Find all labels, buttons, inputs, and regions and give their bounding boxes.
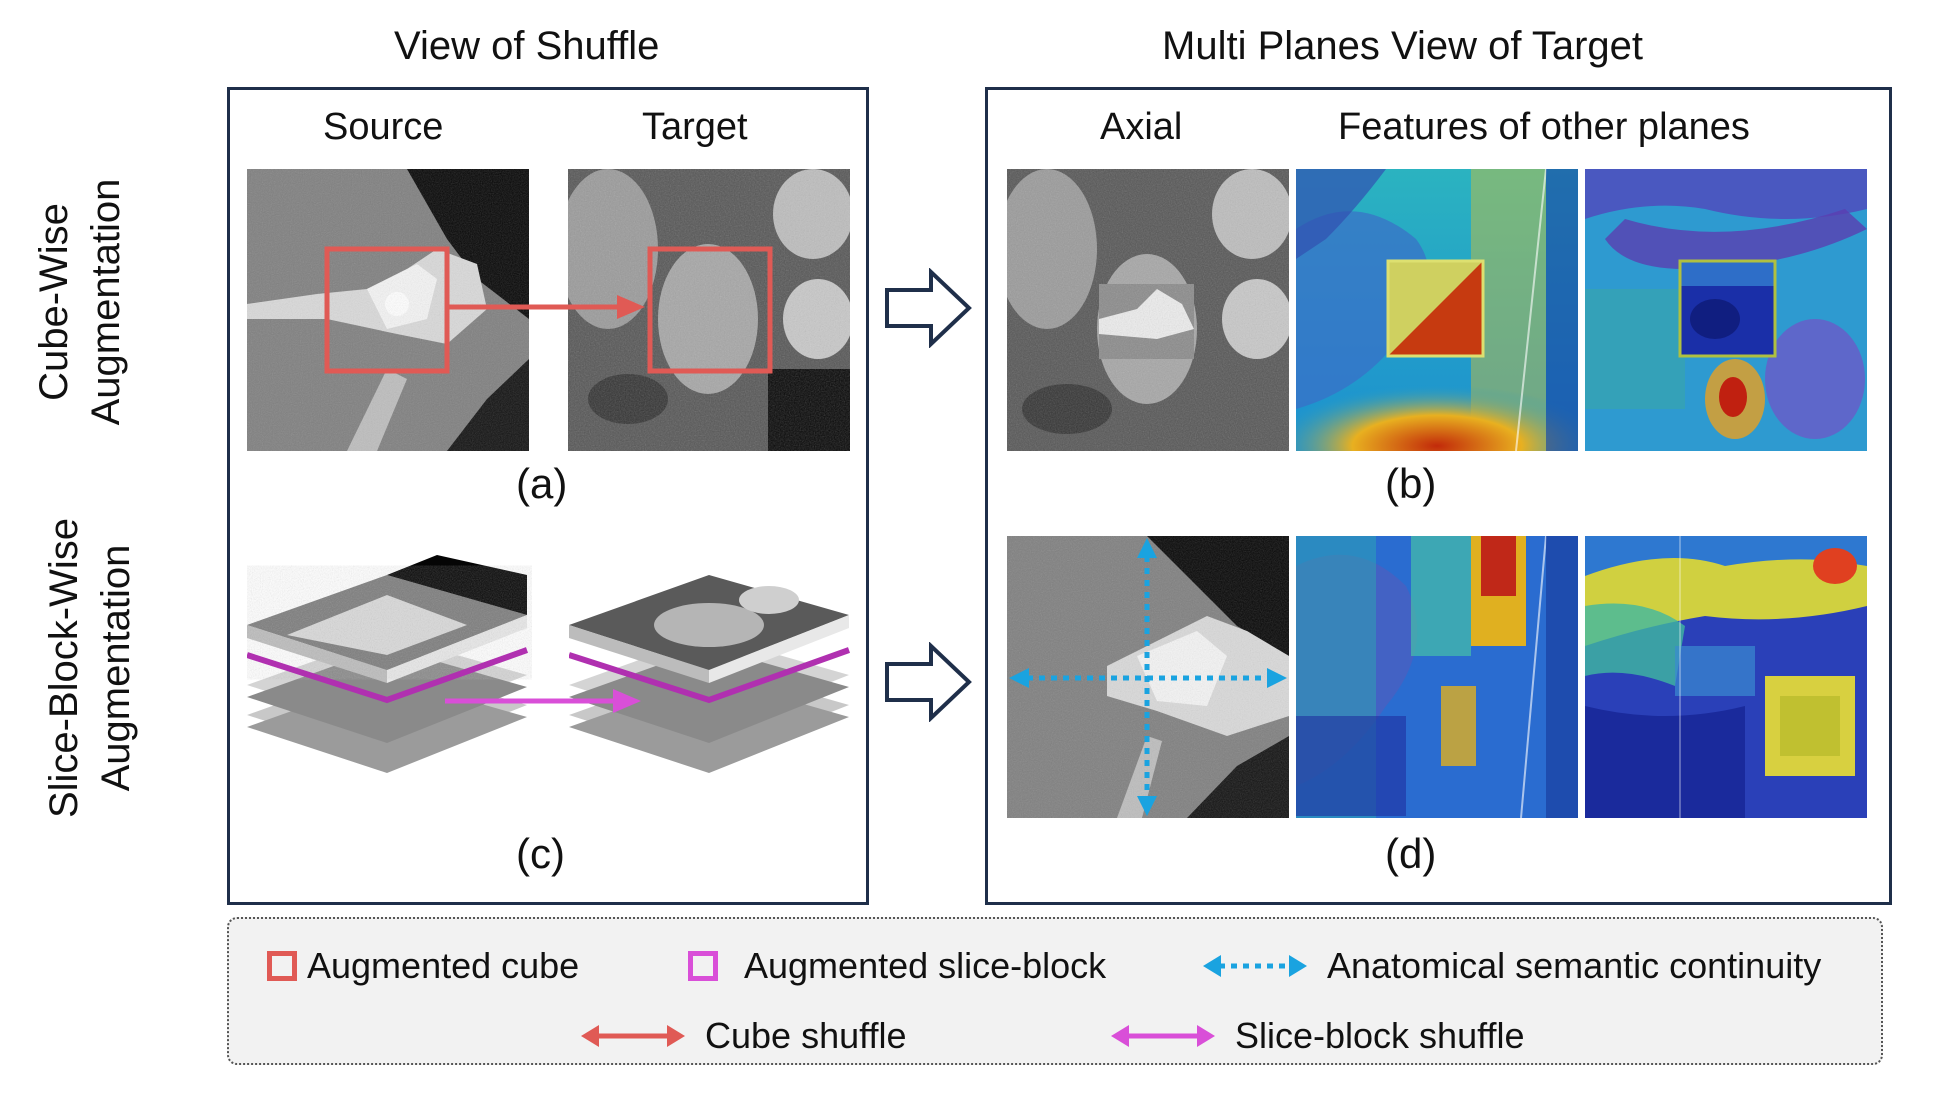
axial-ct-image-d bbox=[1007, 536, 1289, 818]
legend-item-augmented-cube: Augmented cube bbox=[267, 945, 579, 987]
left-panel-frame bbox=[227, 87, 869, 905]
legend-item-semantic-continuity: Anatomical semantic continuity bbox=[1201, 945, 1821, 987]
target-slice-block-line bbox=[569, 647, 851, 704]
row-label-slice-block-wise: Slice-Block-Wise Augmentation bbox=[38, 488, 142, 848]
feature-heatmap-b1 bbox=[1296, 169, 1578, 451]
target-cube-box bbox=[647, 246, 773, 374]
legend-label-semantic-continuity: Anatomical semantic continuity bbox=[1327, 945, 1822, 986]
augmented-slice-block-swatch-icon bbox=[688, 951, 718, 981]
legend-label-cube-shuffle: Cube shuffle bbox=[705, 1015, 907, 1056]
flow-arrow-top bbox=[885, 268, 972, 348]
legend-item-augmented-slice-block: Augmented slice-block bbox=[688, 945, 1106, 987]
row-label-top-line1: Cube-Wise bbox=[32, 203, 76, 401]
semantic-continuity-arrow-icon bbox=[1203, 955, 1307, 977]
panel-label-c: (c) bbox=[516, 830, 565, 877]
legend-label-augmented-cube: Augmented cube bbox=[307, 945, 580, 986]
flow-arrow-bottom bbox=[885, 642, 972, 722]
header-source: Source bbox=[323, 106, 444, 148]
legend-item-slice-block-shuffle: Slice-block shuffle bbox=[1109, 1015, 1524, 1057]
panel-label-b: (b) bbox=[1385, 460, 1437, 507]
right-title: Multi Planes View of Target bbox=[1162, 24, 1643, 68]
panel-label-d: (d) bbox=[1385, 830, 1437, 877]
axial-ct-image-b bbox=[1007, 169, 1289, 451]
row-label-bottom-line2: Augmentation bbox=[94, 544, 138, 792]
feature-heatmap-b2 bbox=[1585, 169, 1867, 451]
row-label-cube-wise: Cube-Wise Augmentation bbox=[28, 152, 132, 452]
source-slice-stack bbox=[247, 555, 532, 790]
feature-heatmap-d2 bbox=[1585, 536, 1867, 818]
cube-shuffle-arrow bbox=[447, 295, 645, 319]
source-ct-image bbox=[247, 169, 529, 451]
row-label-bottom-line1: Slice-Block-Wise bbox=[42, 517, 86, 819]
right-panel-frame bbox=[985, 87, 1892, 905]
legend-label-slice-block-shuffle: Slice-block shuffle bbox=[1235, 1015, 1525, 1056]
slice-block-shuffle-arrow bbox=[445, 689, 641, 713]
target-ct-image bbox=[568, 169, 850, 451]
legend: Augmented cube Augmented slice-block Ana… bbox=[227, 917, 1883, 1065]
panel-label-a: (a) bbox=[516, 460, 568, 507]
source-cube-box bbox=[324, 246, 450, 374]
semantic-continuity-arrows bbox=[1009, 538, 1287, 816]
target-slice-stack bbox=[569, 555, 854, 790]
cube-shuffle-arrow-icon bbox=[581, 1025, 685, 1047]
header-axial: Axial bbox=[1100, 106, 1183, 148]
feature-heatmap-d1 bbox=[1296, 536, 1578, 818]
header-features: Features of other planes bbox=[1338, 106, 1750, 148]
row-label-top-line2: Augmentation bbox=[84, 178, 128, 426]
legend-item-cube-shuffle: Cube shuffle bbox=[579, 1015, 906, 1057]
slice-block-shuffle-arrow-icon bbox=[1111, 1025, 1215, 1047]
source-slice-block-line bbox=[247, 647, 529, 704]
left-title: View of Shuffle bbox=[394, 24, 660, 68]
header-target: Target bbox=[642, 106, 748, 148]
legend-label-augmented-slice-block: Augmented slice-block bbox=[744, 945, 1107, 986]
augmented-cube-swatch-icon bbox=[267, 951, 297, 981]
